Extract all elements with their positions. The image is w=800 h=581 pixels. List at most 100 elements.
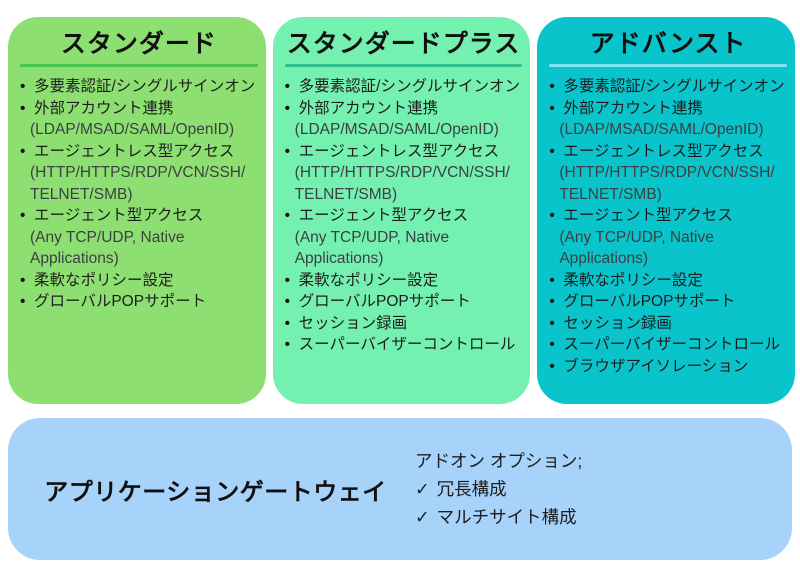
- addon-options-block: アドオン オプション; ✓ 冗長構成 ✓ マルチサイト構成: [415, 447, 582, 531]
- feature-text: ブラウザアイソレーション: [563, 357, 749, 375]
- addon-option-label: 冗長構成: [436, 479, 507, 499]
- bullet-icon: •: [20, 99, 26, 117]
- feature-text: 柔軟なポリシー設定: [298, 271, 439, 289]
- feature-item: • 柔軟なポリシー設定: [285, 270, 523, 292]
- plan-title: スタンダードプラス: [286, 30, 521, 58]
- feature-item: • エージェントレス型アクセス (HTTP/HTTPS/RDP/VCN/SSH/ T…: [549, 141, 787, 206]
- feature-item: • グローバルPOPサポート: [20, 291, 258, 313]
- bullet-icon: •: [20, 293, 26, 310]
- feature-detail: (LDAP/MSAD/SAML/OpenID): [559, 121, 764, 138]
- feature-detail: (LDAP/MSAD/SAML/OpenID): [30, 121, 235, 138]
- addon-option-label: マルチサイト構成: [436, 507, 577, 527]
- plan-cards-row: スタンダード •多要素認証/シングルサインオン•外部アカウント連携(LDAP/M…: [8, 17, 796, 404]
- feature-text: エージェント型アクセス: [563, 207, 733, 224]
- feature-list: • 多要素認証/シングルサインオン •外部アカウント連携(LDAP/MSAD/SAM…: [549, 76, 787, 377]
- feature-item: • 柔軟なポリシー設定: [549, 270, 787, 292]
- feature-detail: (HTTP/HTTPS/RDP/VCN/SSH/ TELNET/SMB): [559, 164, 775, 203]
- feature-item: • 柔軟なポリシー設定: [20, 270, 258, 292]
- feature-text: 柔軟なポリシー設定: [563, 271, 703, 289]
- title-rule: [549, 64, 788, 67]
- bullet-icon: •: [549, 271, 555, 289]
- feature-text: エージェントレス型アクセス: [34, 142, 235, 160]
- feature-item: • グローバルPOPサポート: [285, 291, 523, 313]
- feature-detail: (Any TCP/UDP, Native Applications): [294, 228, 450, 268]
- plan-title: スタンダード: [60, 30, 217, 58]
- addon-option: ✓ マルチサイト構成: [415, 503, 582, 531]
- gateway-title: アプリケーションゲートウェイ: [44, 478, 387, 506]
- gateway-banner: アプリケーションゲートウェイ アドオン オプション; ✓ 冗長構成 ✓ マルチサイト構…: [8, 418, 792, 560]
- bullet-icon: •: [284, 293, 291, 310]
- feature-text: セッション録画: [563, 314, 672, 332]
- bullet-icon: •: [284, 78, 291, 95]
- bullet-icon: •: [284, 142, 291, 160]
- feature-item: • スーパーバイザーコントロール: [549, 334, 787, 356]
- feature-text: 外部アカウント連携: [298, 99, 439, 117]
- feature-text: グローバルPOPサポート: [34, 293, 207, 310]
- feature-item: • 外部アカウント連携 (LDAP/MSAD/SAML/OpenID): [285, 98, 523, 141]
- plan-card-standard: スタンダード • 多要素認証/シングルサインオン • 外部アカウント連携 (LDAP/M…: [8, 17, 266, 404]
- feature-item: • エージェント型アクセス (Any TCP/UDP, Native Applica…: [549, 205, 787, 270]
- feature-text: 多要素認証/シングルサインオン: [34, 78, 256, 95]
- bullet-icon: •: [549, 336, 555, 353]
- feature-item: • エージェント型アクセス (Any TCP/UDP, Native Applica…: [285, 205, 523, 270]
- feature-item: • エージェントレス型アクセス (HTTP/HTTPS/RDP/VCN/SSH/ T…: [285, 141, 523, 206]
- feature-detail: (HTTP/HTTPS/RDP/VCN/SSH/ TELNET/SMB): [30, 164, 246, 203]
- bullet-icon: •: [20, 78, 26, 95]
- feature-text: 多要素認証/シングルサインオン: [563, 78, 785, 95]
- feature-item: • エージェントレス型アクセス (HTTP/HTTPS/RDP/VCN/SSH/ T…: [20, 141, 258, 206]
- bullet-icon: •: [284, 99, 291, 117]
- feature-text: エージェント型アクセス: [34, 207, 204, 224]
- feature-item: • 多要素認証/シングルサインオン: [20, 76, 258, 98]
- bullet-icon: •: [549, 78, 555, 95]
- feature-detail: (LDAP/MSAD/SAML/OpenID): [294, 121, 499, 138]
- bullet-icon: •: [549, 207, 555, 224]
- feature-list: • 多要素認証/シングルサインオン • 外部アカウント連携 (LDAP/MSAD/SAM…: [285, 76, 523, 356]
- feature-item: • 多要素認証/シングルサインオン: [285, 76, 523, 98]
- feature-text: 多要素認証/シングルサインオン: [298, 78, 520, 95]
- bullet-icon: •: [20, 142, 26, 160]
- feature-text: スーパーバイザーコントロール: [563, 336, 781, 353]
- feature-item: • セッション録画: [285, 313, 523, 335]
- feature-text: グローバルPOPサポート: [563, 293, 736, 310]
- title-rule: [284, 64, 523, 67]
- bullet-icon: •: [284, 336, 291, 353]
- bullet-icon: •: [549, 314, 555, 332]
- check-icon: ✓: [415, 479, 430, 499]
- bullet-icon: •: [284, 207, 291, 224]
- bullet-icon: •: [549, 357, 555, 375]
- bullet-icon: •: [20, 271, 26, 289]
- bullet-icon: •: [284, 271, 291, 289]
- feature-detail: (Any TCP/UDP, Native Applications): [30, 228, 185, 268]
- feature-detail: (Any TCP/UDP, Native Applications): [559, 228, 714, 268]
- bullet-icon: •: [549, 142, 555, 160]
- bullet-icon: •: [20, 207, 26, 224]
- bullet-icon: •: [549, 293, 555, 310]
- bullet-icon: •: [549, 99, 555, 117]
- feature-item: • エージェント型アクセス (Any TCP/UDP, Native Applica…: [20, 205, 258, 270]
- feature-text: グローバルPOPサポート: [298, 293, 471, 310]
- addon-option-list: ✓ 冗長構成 ✓ マルチサイト構成: [415, 475, 582, 531]
- addon-heading: アドオン オプション;: [415, 451, 583, 471]
- bullet-icon: •: [284, 314, 291, 332]
- feature-item: • スーパーバイザーコントロール: [285, 334, 523, 356]
- feature-item: • 外部アカウント連携 (LDAP/MSAD/SAML/OpenID): [20, 98, 258, 141]
- feature-text: エージェントレス型アクセス: [298, 142, 500, 160]
- feature-item: • グローバルPOPサポート: [549, 291, 787, 313]
- check-icon: ✓: [415, 507, 430, 527]
- feature-text: 柔軟なポリシー設定: [34, 271, 174, 289]
- feature-list: • 多要素認証/シングルサインオン • 外部アカウント連携 (LDAP/MSAD/SAM…: [20, 76, 258, 313]
- plan-card-advanced: アドバンスト • 多要素認証/シングルサインオン •外部アカウント連携(LDAP/M…: [537, 17, 796, 404]
- plan-title: アドバンスト: [589, 30, 747, 58]
- feature-text: セッション録画: [298, 314, 408, 332]
- feature-item: • 多要素認証/シングルサインオン: [549, 76, 787, 98]
- feature-text: スーパーバイザーコントロール: [298, 336, 516, 353]
- feature-item: • ブラウザアイソレーション: [549, 356, 787, 378]
- feature-detail: (HTTP/HTTPS/RDP/VCN/SSH/ TELNET/SMB): [294, 164, 510, 203]
- feature-text: エージェント型アクセス: [298, 207, 469, 224]
- feature-item: •外部アカウント連携(LDAP/MSAD/SAML/OpenID): [549, 98, 787, 141]
- feature-text: エージェントレス型アクセス: [563, 142, 764, 160]
- feature-text: 外部アカウント連携: [34, 99, 174, 117]
- title-rule: [20, 64, 258, 67]
- addon-option: ✓ 冗長構成: [415, 475, 582, 503]
